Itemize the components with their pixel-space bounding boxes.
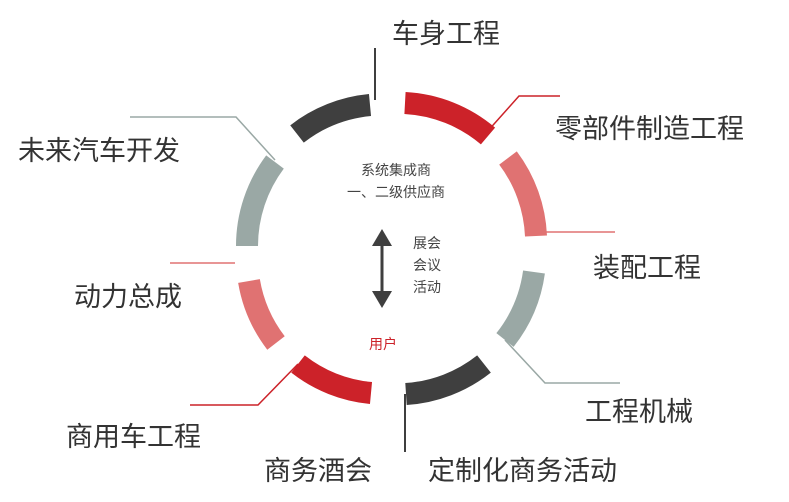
arc-segment-4 (405, 355, 491, 405)
segment-label-body-engineering: 车身工程 (392, 19, 500, 50)
double-arrow-head-down (372, 291, 392, 308)
segment-label-future-vehicle: 未来汽车开发 (18, 136, 180, 167)
leader-line-3 (504, 339, 620, 384)
arc-segment-6 (238, 278, 285, 350)
double-arrow-head-up (372, 229, 392, 246)
center-line-suppliers: 一、二级供应商 (347, 184, 445, 201)
segment-label-custom-business-events: 定制化商务活动 (428, 456, 617, 487)
segment-label-assembly-engineering: 装配工程 (593, 253, 701, 284)
double-arrow-icon (372, 229, 392, 308)
segment-label-construction-machinery: 工程机械 (585, 397, 693, 428)
leader-line-1 (485, 95, 560, 134)
center-line-integrators: 系统集成商 (361, 162, 431, 179)
segment-label-parts-manufacturing: 零部件制造工程 (555, 114, 744, 145)
arc-segment-0 (290, 94, 372, 143)
leader-line-7 (130, 116, 276, 161)
arc-segment-3 (496, 270, 545, 347)
segment-label-commercial-vehicle: 商用车工程 (66, 422, 201, 453)
arc-segment-2 (499, 151, 547, 237)
leader-line-5 (190, 363, 299, 406)
arc-segment-5 (291, 355, 373, 404)
center-side-events: 活动 (413, 280, 441, 296)
segment-label-business-reception: 商务酒会 (264, 456, 372, 487)
arc-segment-7 (236, 155, 284, 247)
center-side-conference: 会议 (413, 258, 441, 274)
center-user-label: 用户 (369, 336, 397, 353)
center-side-exhibition: 展会 (413, 236, 441, 252)
arc-segment-1 (404, 92, 496, 145)
segment-label-powertrain: 动力总成 (74, 282, 182, 313)
